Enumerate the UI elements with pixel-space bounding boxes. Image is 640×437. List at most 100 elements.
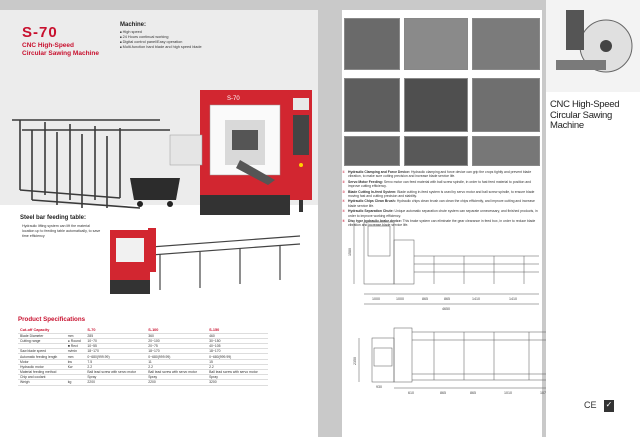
spec-cell: 18~170 [146,348,208,355]
bullet-text: Hydraulic chips clean brush can clean th… [348,199,535,208]
subtitle-line2: Circular Sawing Machine [22,50,99,57]
product-subtitle: CNC High-Speed Circular Sawing Machine [22,42,112,58]
detail-photo-7 [344,136,400,166]
detail-photo-4 [344,78,400,132]
spec-cell: Hydraulic motor [18,364,66,371]
spec-cell: 20~100 [146,338,208,345]
control-panel [290,90,312,212]
dim-segment: 865 [422,297,428,301]
detail-photo-3 [472,18,540,70]
spec-cell: 2.2 [146,364,208,371]
bullet-text: Unique automatic separation chute system… [348,209,538,218]
features-list: Machine: High speed 24 Hours continual w… [120,22,250,50]
detail-photo-6 [472,78,540,132]
detail-photo-9 [472,136,540,166]
bullet-number: ⑥ [342,219,346,224]
spec-cell: 2.2 [85,364,147,371]
spec-cell: ■ Rect [65,343,86,350]
spec-cell: 10~70 [85,338,147,345]
bullet-number: ③ [342,189,346,194]
feature-item: High speed [120,30,250,35]
dim-sub: 930 [376,385,382,389]
spec-cell: S-150 [207,328,268,334]
spec-cell: 2200 [146,379,208,386]
detail-photo-1 [344,18,400,70]
bullet-number: ⑤ [342,209,346,214]
bullet-title: Hydraulic Clamping and Force Device: [348,170,410,174]
feed-rack [12,119,170,209]
dim-height-left: 2350 [353,357,357,365]
spec-cell: 15 [207,359,268,365]
cover-photo [546,0,640,92]
dim-segment: 865 [444,297,450,301]
dim-segment: 610 [408,391,414,395]
spec-cell [65,328,86,334]
spec-cell: ● Round [65,338,86,345]
spec-cell: Ball lead screw with servo motor [146,369,208,376]
dim-segment: 1410 [509,297,517,301]
dim-segment: 1000 [372,297,380,301]
spec-cell: 40~105 [207,343,268,350]
cover-title-line1: CNC High-Speed [550,99,620,110]
spec-cell: Motor [18,359,66,365]
spec-cell: Spray [85,374,147,381]
bullet-text: This brake system can eliminate the gear… [348,219,536,228]
spec-cell: 285 [85,333,147,339]
machine-illustration: S-70 [12,90,312,215]
dim-segment: 1000 [396,297,404,301]
spec-cell: Automatic feeding length [18,353,66,360]
bullet-text: Hydraulic clamping and force device can … [348,170,532,179]
bullet-text: Servo motor can feed material with ball … [348,179,532,189]
spec-cell: kg [65,379,86,386]
left-page: S-70 CNC High-Speed Circular Sawing Mach… [0,10,318,437]
bullet-title: Blade Cutting In-feed System: [348,189,397,194]
bullet-number: ① [342,170,346,174]
bullet-title: Hydraulic Separation Chute: [348,209,394,214]
saw-machine-body [169,90,290,215]
detail-photo-8 [404,136,468,166]
spec-cell: 460 [207,333,268,339]
spec-cell: 0~680(999.99) [207,353,268,360]
spec-cell: 3200 [207,379,268,386]
cover-title-line2: Circular Sawing [550,109,613,121]
ce-mark: CE [584,400,597,410]
dim-segment: 865 [440,391,446,395]
subtitle-line1: CNC High-Speed [22,42,74,49]
spec-cell: Material feeding method [18,369,66,376]
cover-machine-icon [556,10,633,73]
detail-photo-5 [404,78,468,132]
features-heading: Machine: [120,22,147,28]
chip-cart [130,178,180,207]
spec-cell: 10~55 [85,343,147,350]
spec-cell: 2200 [85,379,147,386]
spec-cell [18,343,66,350]
bullet-number: ④ [342,199,346,204]
spec-cell: 18~170 [85,348,147,355]
cover-title: CNC High-Speed Circular Sawing Machine [550,99,640,132]
spec-cell: Kw [65,364,86,371]
machine-badge: S-70 [227,96,240,102]
dim-segment: 1410 [472,297,480,301]
spec-cell: kw [65,359,86,365]
feature-item: Digital control panel/Easy operation [120,40,250,45]
feature-item: Multi-function hard blade and high speed… [120,45,250,50]
cover-title-line3: Machine [550,120,584,131]
spec-cell [65,369,86,376]
spec-cell: Cutting range [18,338,66,345]
